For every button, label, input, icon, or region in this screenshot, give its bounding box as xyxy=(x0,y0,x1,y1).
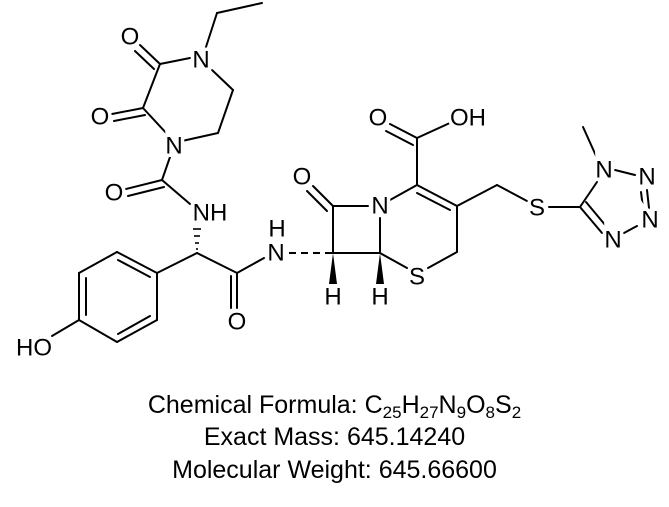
bonds xyxy=(51,2,650,343)
exact-mass: Exact Mass: 645.14240 xyxy=(203,423,466,451)
atom-s: S xyxy=(529,195,545,222)
atom-n: N xyxy=(641,207,658,234)
atom-n: N xyxy=(638,164,655,191)
atom-o: O xyxy=(105,180,124,207)
atom-h: H xyxy=(268,216,285,243)
atom-o: O xyxy=(91,104,110,131)
atom-n: N xyxy=(371,193,388,220)
chemical-structure: O N O N O NH HO O N H O N H H S O OH S N… xyxy=(13,2,663,365)
atom-n: N xyxy=(604,227,621,254)
atom-n: N xyxy=(267,240,284,267)
atom-o: O xyxy=(293,164,312,191)
atom-labels: O N O N O NH HO O N H O N H H S O OH S N… xyxy=(13,20,663,365)
atom-ho: HO xyxy=(16,335,52,362)
atom-n: N xyxy=(165,133,182,160)
atom-h: H xyxy=(324,284,341,311)
stereo-bonds xyxy=(193,228,384,284)
atom-n: N xyxy=(595,157,612,184)
atom-nh: NH xyxy=(193,200,228,227)
formula-value: C25H27N9O8S2 xyxy=(364,391,522,422)
atom-o: O xyxy=(121,24,140,51)
atom-o: O xyxy=(228,309,247,336)
atom-n: N xyxy=(192,47,209,74)
atom-s: S xyxy=(409,264,425,291)
formula-label: Chemical Formula: xyxy=(147,391,358,419)
atom-o: O xyxy=(369,105,388,132)
molecular-weight: Molecular Weight: 645.66600 xyxy=(172,456,497,484)
formula-line: Chemical Formula: C25H27N9O8S2 xyxy=(0,390,669,422)
atom-h: H xyxy=(371,284,388,311)
atom-oh: OH xyxy=(450,105,486,132)
